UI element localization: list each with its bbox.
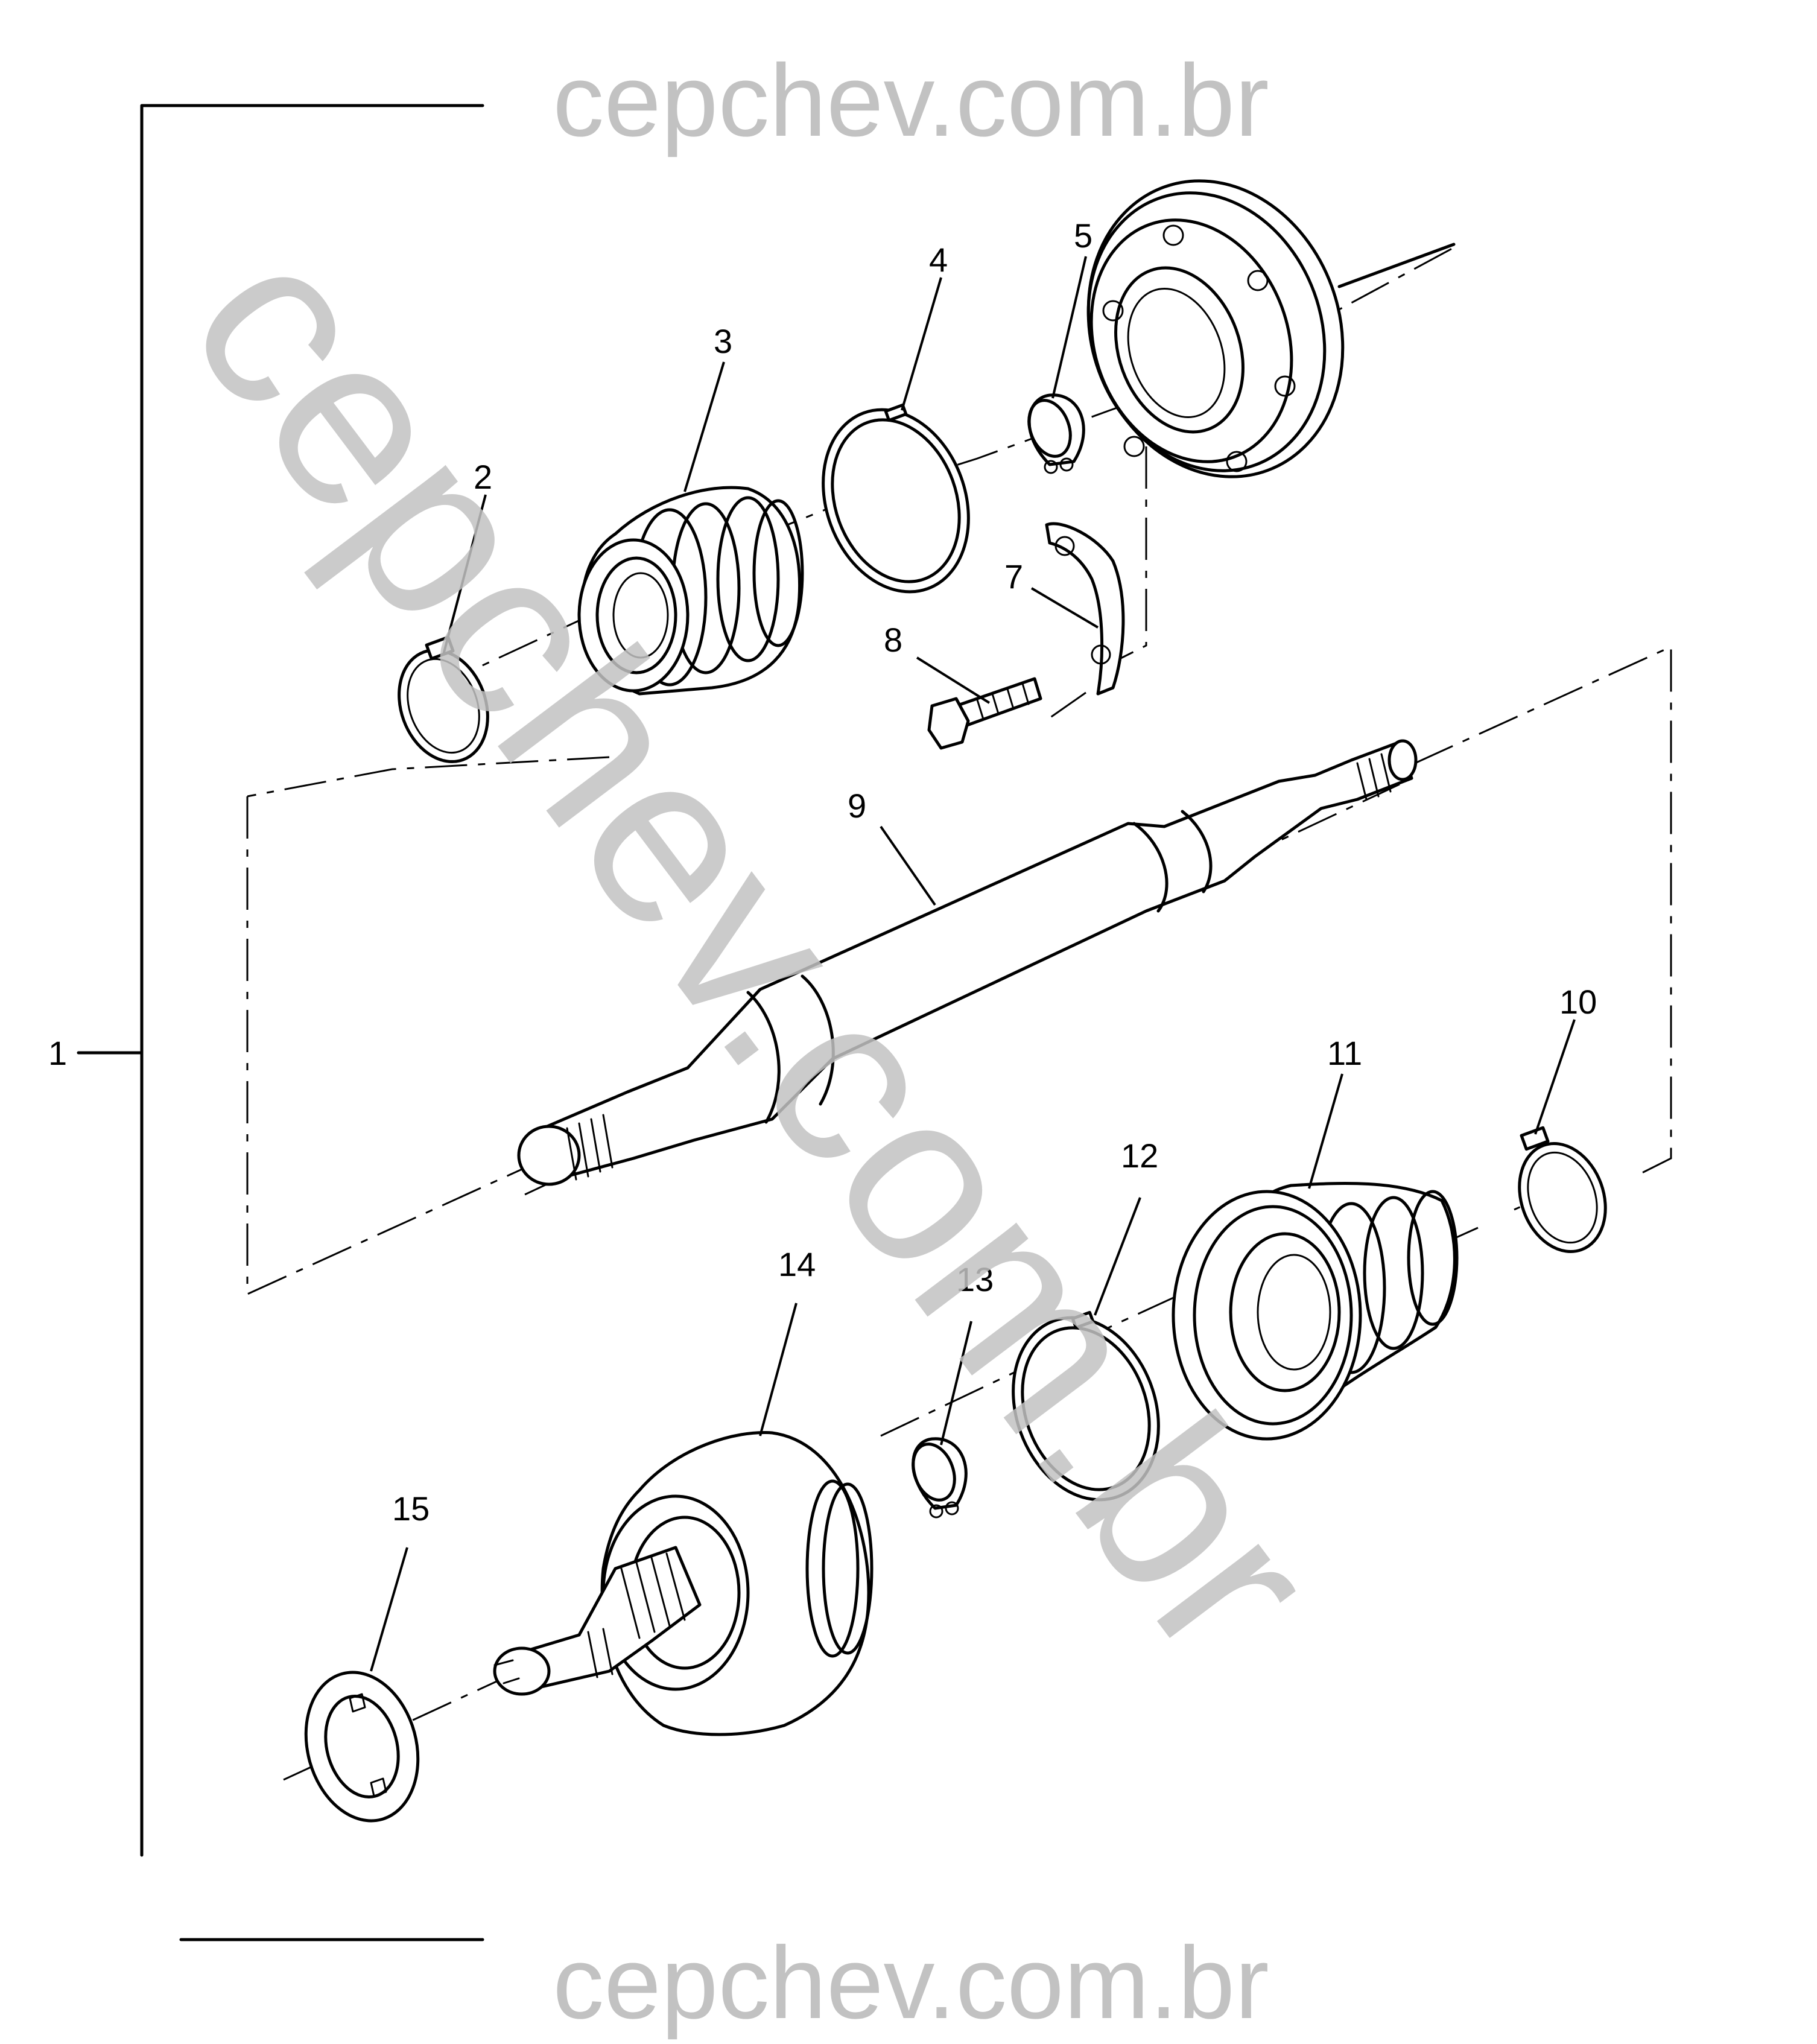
- retainer-plate: [1045, 522, 1125, 696]
- callout-9: 9: [848, 787, 866, 825]
- housing-flange: [1086, 179, 1456, 478]
- callout-10: 10: [1559, 983, 1597, 1021]
- keyed-washer: [304, 1671, 420, 1823]
- circlip-upper: [1027, 393, 1085, 474]
- snap-ring-large: [822, 403, 970, 594]
- callout-14: 14: [778, 1245, 816, 1283]
- clamp-small: [398, 635, 489, 763]
- watermark-bottom: cepchev.com.br: [553, 1926, 1269, 2040]
- bolt: [927, 677, 1042, 750]
- callout-4: 4: [929, 241, 948, 279]
- circlip-lower: [912, 1437, 968, 1519]
- inner-boot: [577, 486, 804, 696]
- outer-boot: [1172, 1181, 1459, 1441]
- clamp-lower: [1518, 1126, 1607, 1254]
- callout-5: 5: [1074, 217, 1092, 255]
- callout-8: 8: [884, 621, 902, 659]
- assembly-bracket: [77, 104, 484, 1941]
- callout-2: 2: [474, 458, 492, 496]
- watermark-top: cepchev.com.br: [553, 43, 1269, 158]
- callout-3: 3: [714, 322, 732, 360]
- axle-shaft: [517, 739, 1418, 1186]
- callout-13: 13: [956, 1260, 994, 1298]
- callout-7: 7: [1004, 557, 1023, 595]
- callout-15: 15: [392, 1490, 430, 1528]
- callout-labels: 1 2 3 4 5 7 8 9 10 11 12 13 14 15: [48, 217, 1597, 1528]
- callout-11: 11: [1327, 1034, 1362, 1072]
- cv-joint-housing: [493, 1430, 874, 1736]
- leader-lines: [370, 256, 1576, 1672]
- snap-ring-lower: [1012, 1310, 1160, 1502]
- callout-12: 12: [1121, 1137, 1158, 1175]
- callout-1: 1: [48, 1034, 67, 1072]
